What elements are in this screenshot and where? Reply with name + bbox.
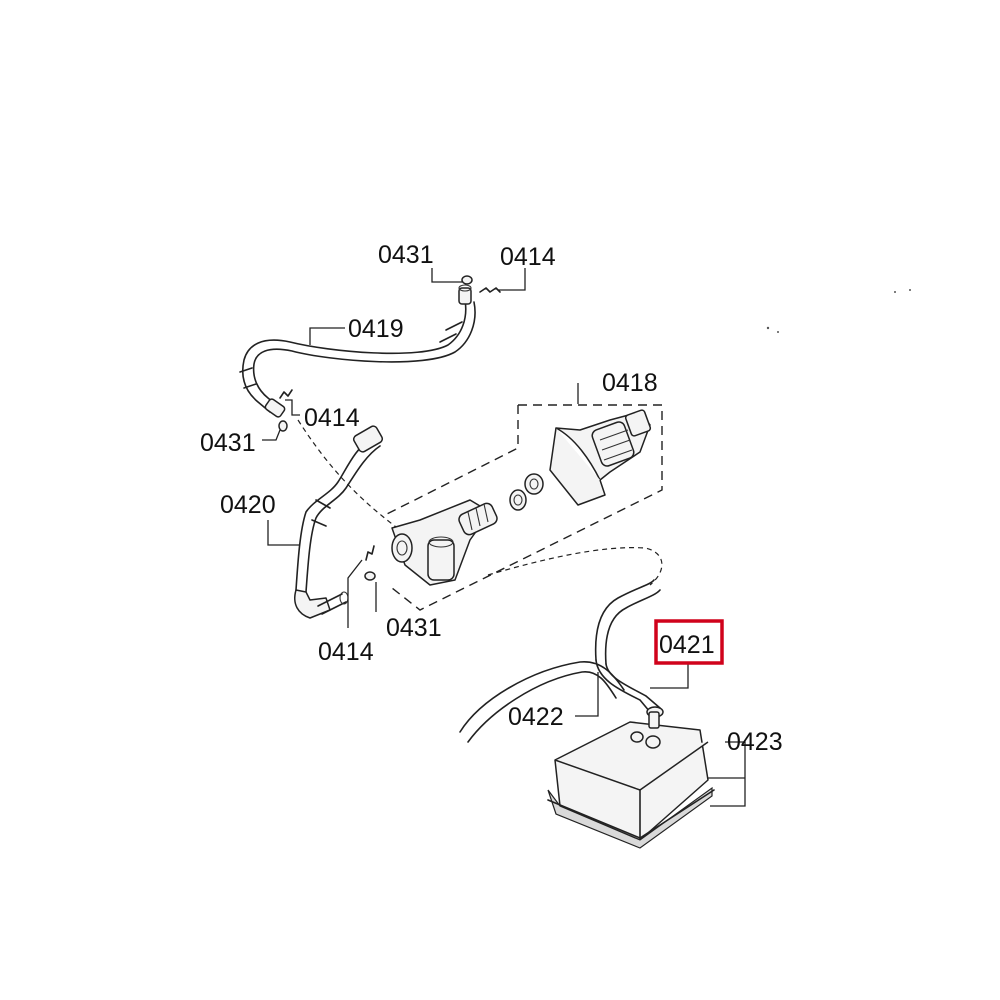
- callout-0421: 0421: [659, 631, 715, 659]
- clip-0414-bot: [365, 545, 375, 561]
- nut-0431-bot: [364, 571, 376, 581]
- pipe-0420: [294, 425, 384, 619]
- valve-assembly-0418: [297, 404, 663, 611]
- leader-lines: [262, 268, 746, 807]
- callout-0431-mid: 0431: [200, 429, 256, 457]
- callout-0422: 0422: [508, 703, 564, 731]
- callout-0431-top: 0431: [378, 241, 434, 269]
- highlight-box-0421: [654, 619, 724, 665]
- clip-0414-top: [479, 287, 501, 293]
- callout-0414-top: 0414: [500, 243, 556, 271]
- callout-0423: 0423: [727, 728, 783, 756]
- speck-marks: [766, 289, 911, 333]
- callout-0414-mid: 0414: [304, 404, 360, 432]
- callout-0418: 0418: [602, 369, 658, 397]
- clip-0414-mid: [279, 389, 293, 399]
- hose-0421: [594, 579, 664, 718]
- tank-0423: [547, 711, 715, 849]
- nut-0431-top: [461, 275, 473, 285]
- callout-0420: 0420: [220, 491, 276, 519]
- callout-0431-bot: 0431: [386, 614, 442, 642]
- callout-0414-bot: 0414: [318, 638, 374, 666]
- nut-0431-mid: [278, 420, 288, 432]
- callout-0419: 0419: [348, 315, 404, 343]
- hose-0419: [239, 284, 476, 418]
